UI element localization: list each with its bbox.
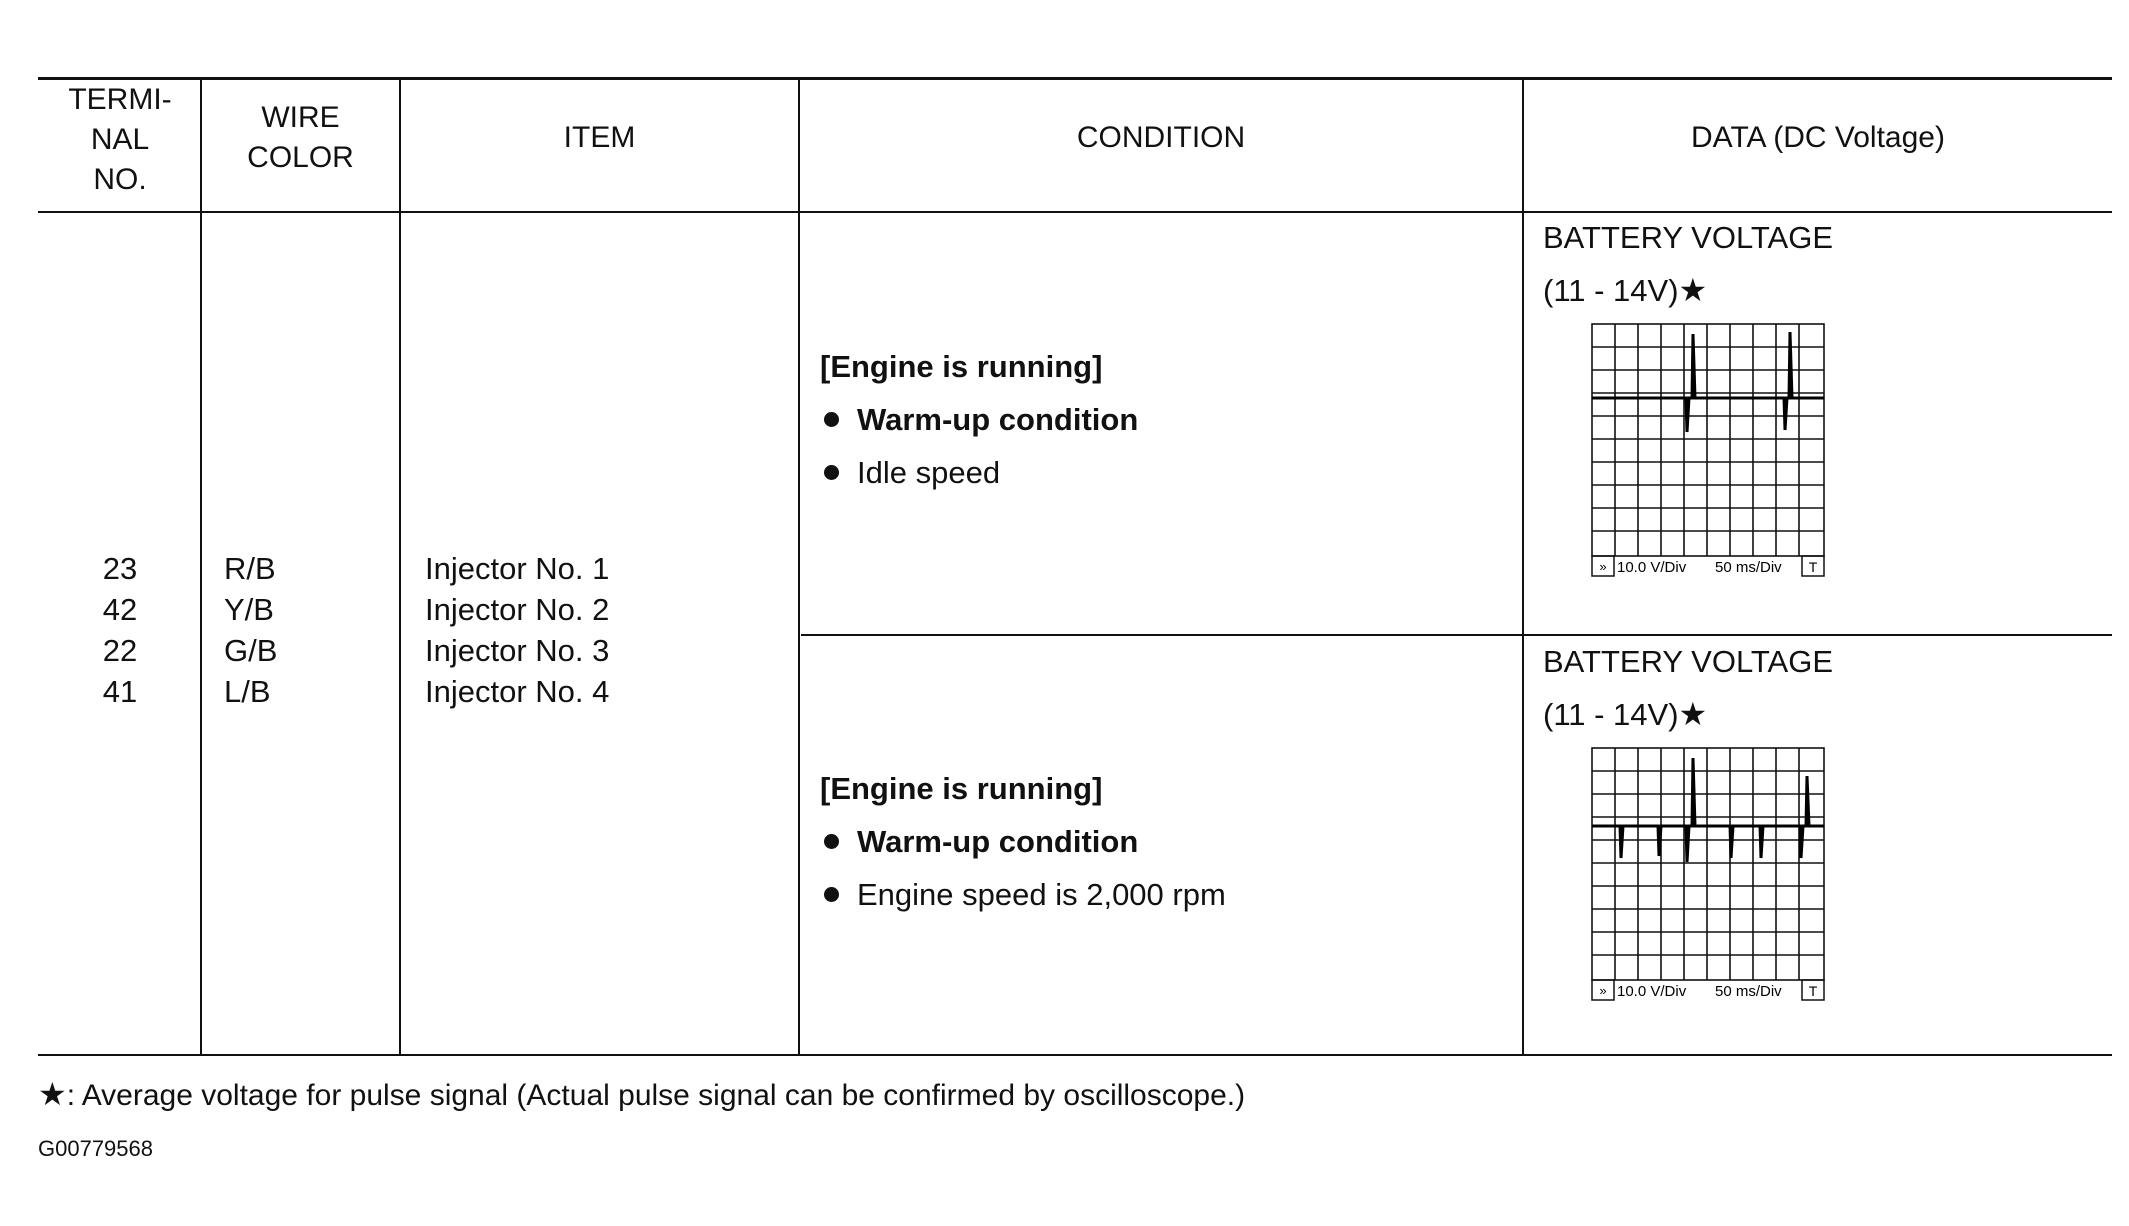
data-line: BATTERY VOLTAGE	[1543, 644, 1833, 679]
data-line: BATTERY VOLTAGE	[1543, 220, 1833, 255]
scope-t: T	[1809, 559, 1818, 575]
table-bottom-rule	[38, 1054, 2112, 1056]
footnote-star-icon: ★	[38, 1076, 67, 1112]
condition-bullet-text: Warm-up condition	[857, 824, 1139, 859]
condition-bullet: Engine speed is 2,000 rpm	[820, 868, 1510, 921]
condition-2: [Engine is running] Warm-up condition En…	[820, 762, 1510, 921]
data-label-1: BATTERY VOLTAGE (11 - 14V)★	[1543, 212, 2103, 317]
condition-bullet: Warm-up condition	[820, 393, 1510, 446]
scope-tdiv: 50 ms/Div	[1715, 983, 1782, 1000]
header-wire-line: WIRE	[261, 101, 340, 134]
wire-color: L/B	[224, 674, 271, 709]
oscilloscope-waveform-idle: » 10.0 V/Div 50 ms/Div T	[1591, 323, 1825, 577]
header-terminal-no: TERMI- NAL NO.	[40, 80, 200, 200]
data-line-range: (11 - 14V)★	[1543, 264, 2103, 317]
condition-bullet: Warm-up condition	[820, 815, 1510, 868]
data-label-2: BATTERY VOLTAGE (11 - 14V)★	[1543, 636, 2103, 741]
terminal-no: 22	[102, 633, 138, 668]
scope-tdiv: 50 ms/Div	[1715, 559, 1782, 576]
header-data: DATA (DC Voltage)	[1691, 121, 1945, 154]
col-divider-2	[399, 79, 401, 1055]
condition-bullet-text: Idle speed	[857, 455, 1001, 490]
condition-heading: [Engine is running]	[820, 349, 1103, 384]
condition-bullet-text: Engine speed is 2,000 rpm	[857, 877, 1226, 912]
terminal-no: 23	[102, 551, 138, 586]
bullet-icon	[824, 834, 839, 849]
items: Injector No. 1 Injector No. 2 Injector N…	[425, 548, 795, 712]
header-terminal-line: TERMI-	[68, 83, 172, 116]
condition-heading: [Engine is running]	[820, 771, 1103, 806]
condition-bullet-text: Warm-up condition	[857, 402, 1139, 437]
scope-vdiv: 10.0 V/Div	[1617, 559, 1687, 576]
condition-bullet: Idle speed	[820, 446, 1510, 499]
footnote: ★: Average voltage for pulse signal (Act…	[38, 1074, 2038, 1116]
wire-color: R/B	[224, 551, 276, 586]
condition-1: [Engine is running] Warm-up condition Id…	[820, 340, 1510, 499]
header-wire-line: COLOR	[247, 141, 354, 174]
bullet-icon	[824, 887, 839, 902]
bullet-icon	[824, 412, 839, 427]
scope-t: T	[1809, 983, 1818, 999]
terminal-no: 41	[102, 674, 138, 709]
scope-vdiv: 10.0 V/Div	[1617, 983, 1687, 1000]
scope-arrow-icon: »	[1599, 559, 1606, 574]
col-divider-1	[200, 79, 202, 1055]
row-divider	[801, 634, 2112, 636]
terminal-no: 42	[102, 592, 138, 627]
data-line-range: (11 - 14V)★	[1543, 688, 2103, 741]
header-bottom-rule	[38, 211, 2112, 213]
header-condition: CONDITION	[1076, 121, 1246, 154]
voltage-range: (11 - 14V)	[1543, 697, 1679, 732]
header-wire-color: WIRE COLOR	[202, 98, 399, 178]
voltage-range: (11 - 14V)	[1543, 273, 1679, 308]
col-divider-4	[1522, 79, 1524, 1055]
item-name: Injector No. 1	[425, 551, 610, 586]
col-divider-3	[798, 79, 800, 1055]
wire-color: G/B	[224, 633, 278, 668]
figure-code: G00779568	[38, 1136, 153, 1161]
item-name: Injector No. 2	[425, 592, 610, 627]
bullet-icon	[824, 465, 839, 480]
wire-colors: R/B Y/B G/B L/B	[224, 548, 394, 712]
header-item: ITEM	[563, 121, 636, 154]
header-terminal-line: NAL	[90, 123, 150, 156]
item-name: Injector No. 4	[425, 674, 610, 709]
item-name: Injector No. 3	[425, 633, 610, 668]
header-terminal-line: NO.	[93, 163, 147, 196]
star-icon: ★	[1678, 272, 1708, 308]
star-icon: ★	[1678, 696, 1708, 732]
table-top-rule	[38, 77, 2112, 80]
footnote-text: : Average voltage for pulse signal (Actu…	[66, 1079, 1246, 1112]
wire-color: Y/B	[224, 592, 274, 627]
oscilloscope-waveform-2000rpm: » 10.0 V/Div 50 ms/Div T	[1591, 747, 1825, 1001]
scope-arrow-icon: »	[1599, 983, 1606, 998]
terminal-numbers: 23 42 22 41	[40, 548, 200, 712]
